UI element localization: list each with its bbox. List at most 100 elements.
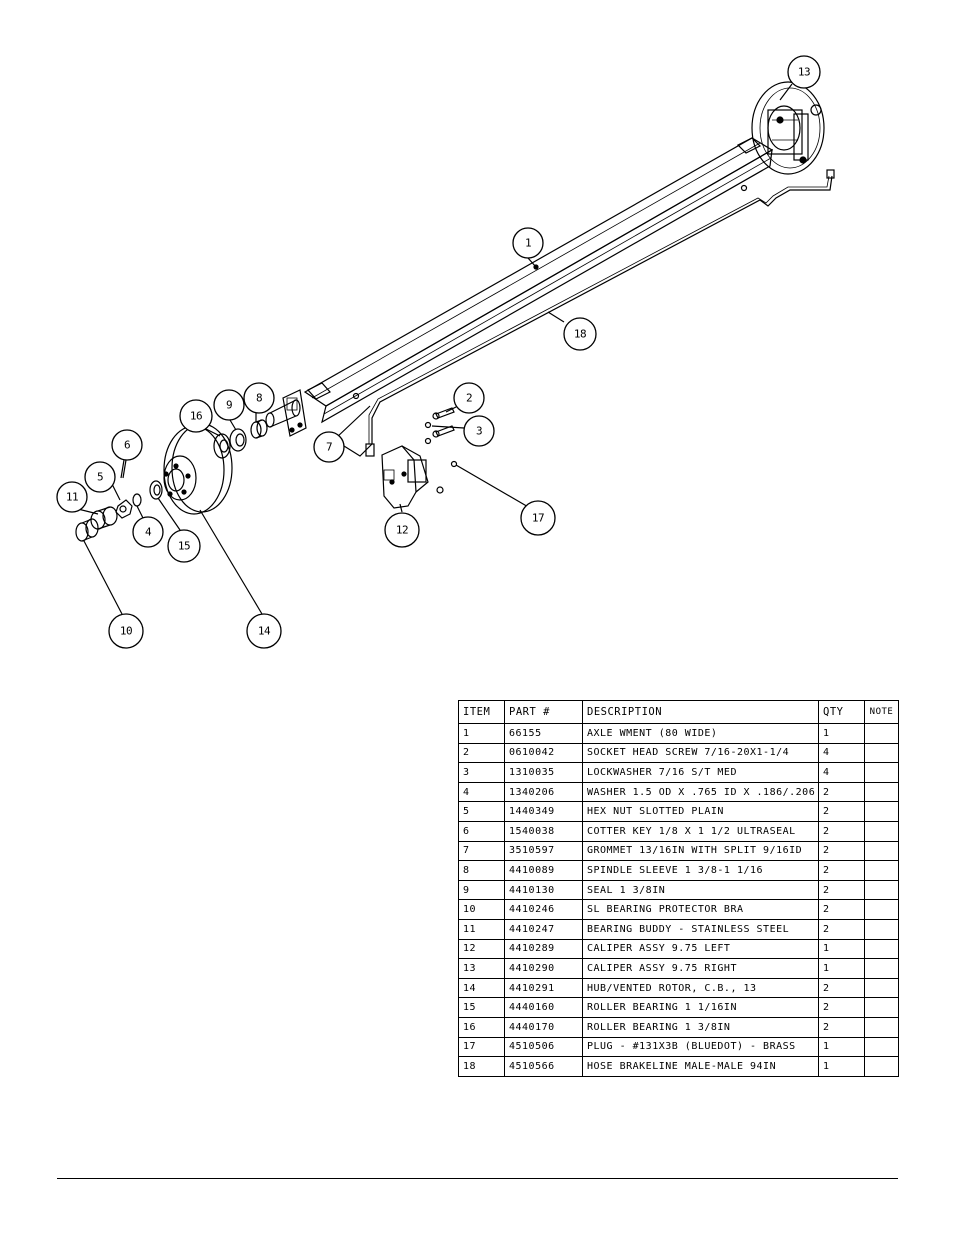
svg-text:12: 12 xyxy=(396,524,408,537)
callout-3: 3 xyxy=(463,415,495,447)
header-qty: QTY xyxy=(818,700,865,724)
cell-qty: 1 xyxy=(818,1036,865,1058)
svg-text:1: 1 xyxy=(525,237,531,250)
cell-description: HEX NUT SLOTTED PLAIN xyxy=(582,801,819,822)
cell-item: 6 xyxy=(458,820,505,842)
cell-description: WASHER 1.5 OD X .765 ID X .186/.206 xyxy=(582,781,819,803)
callout-5: 5 xyxy=(84,461,116,493)
cell-note xyxy=(864,781,899,803)
cell-qty: 2 xyxy=(818,977,865,999)
cell-part: 4410289 xyxy=(504,938,583,960)
cell-item: 15 xyxy=(458,997,505,1018)
callout-14: 14 xyxy=(246,613,282,649)
cell-description: HOSE BRAKELINE MALE-MALE 94IN xyxy=(582,1056,819,1077)
svg-text:14: 14 xyxy=(258,625,271,638)
cell-item: 12 xyxy=(458,938,505,960)
svg-text:7: 7 xyxy=(326,441,332,454)
callout-7: 7 xyxy=(313,431,345,463)
cell-description: CALIPER ASSY 9.75 RIGHT xyxy=(582,958,819,979)
cell-note xyxy=(864,1036,899,1058)
cell-part: 4410290 xyxy=(504,958,583,979)
cell-note xyxy=(864,1056,899,1077)
header-note: NOTE xyxy=(864,700,899,724)
cell-item: 8 xyxy=(458,860,505,881)
svg-text:13: 13 xyxy=(798,66,810,79)
svg-text:9: 9 xyxy=(226,399,232,412)
cell-item: 13 xyxy=(458,958,505,979)
callout-9: 9 xyxy=(213,389,245,421)
svg-text:5: 5 xyxy=(97,471,103,484)
svg-text:6: 6 xyxy=(124,439,130,452)
cell-description: SEAL 1 3/8IN xyxy=(582,879,819,901)
cell-part: 0610042 xyxy=(504,742,583,764)
cell-description: SPINDLE SLEEVE 1 3/8-1 1/16 xyxy=(582,860,819,881)
cell-item: 10 xyxy=(458,899,505,920)
cell-qty: 2 xyxy=(818,1016,865,1038)
cell-qty: 2 xyxy=(818,840,865,862)
cell-item: 2 xyxy=(458,742,505,764)
cell-item: 5 xyxy=(458,801,505,822)
cell-qty: 1 xyxy=(818,958,865,979)
cell-part: 4410247 xyxy=(504,918,583,940)
cell-part: 4440160 xyxy=(504,997,583,1018)
callout-11: 11 xyxy=(56,481,88,513)
cell-part: 4440170 xyxy=(504,1016,583,1038)
cell-description: SOCKET HEAD SCREW 7/16-20X1-1/4 xyxy=(582,742,819,764)
cell-note xyxy=(864,820,899,842)
svg-text:2: 2 xyxy=(466,392,472,405)
cell-description: ROLLER BEARING 1 1/16IN xyxy=(582,997,819,1018)
svg-text:15: 15 xyxy=(178,540,190,553)
cell-description: HUB/VENTED ROTOR, C.B., 13 xyxy=(582,977,819,999)
cell-description: COTTER KEY 1/8 X 1 1/2 ULTRASEAL xyxy=(582,820,819,842)
cell-note xyxy=(864,997,899,1018)
cell-item: 4 xyxy=(458,781,505,803)
cell-part: 1340206 xyxy=(504,781,583,803)
svg-text:17: 17 xyxy=(532,512,544,525)
cell-qty: 2 xyxy=(818,918,865,940)
left-caliper xyxy=(381,445,444,509)
cell-qty: 2 xyxy=(818,860,865,881)
cell-note xyxy=(864,899,899,920)
header-part-number: PART # xyxy=(504,700,583,724)
cell-description: ROLLER BEARING 1 3/8IN xyxy=(582,1016,819,1038)
cell-qty: 1 xyxy=(818,723,865,744)
brake-line xyxy=(343,169,835,457)
cell-qty: 1 xyxy=(818,938,865,960)
bearing-stack xyxy=(213,419,268,459)
cell-item: 7 xyxy=(458,840,505,862)
cell-note xyxy=(864,938,899,960)
cell-note xyxy=(864,1016,899,1038)
cell-note xyxy=(864,801,899,822)
cell-part: 4410291 xyxy=(504,977,583,999)
cell-note xyxy=(864,742,899,764)
callout-10: 10 xyxy=(108,613,144,649)
cell-item: 17 xyxy=(458,1036,505,1058)
table-header-row: ITEM PART # DESCRIPTION QTY NOTE xyxy=(458,700,899,724)
cell-description: AXLE WMENT (80 WIDE) xyxy=(582,723,819,744)
cell-note xyxy=(864,977,899,999)
cell-part: 1310035 xyxy=(504,762,583,783)
callout-16: 16 xyxy=(179,399,213,433)
cell-part: 4410246 xyxy=(504,899,583,920)
svg-text:8: 8 xyxy=(256,392,262,405)
callout-17: 17 xyxy=(520,500,556,536)
cell-qty: 4 xyxy=(818,742,865,764)
cell-description: SL BEARING PROTECTOR BRA xyxy=(582,899,819,920)
cell-item: 18 xyxy=(458,1056,505,1077)
svg-text:18: 18 xyxy=(574,328,586,341)
callout-15: 15 xyxy=(167,529,201,563)
cell-part: 4410089 xyxy=(504,860,583,881)
svg-text:11: 11 xyxy=(66,491,78,504)
